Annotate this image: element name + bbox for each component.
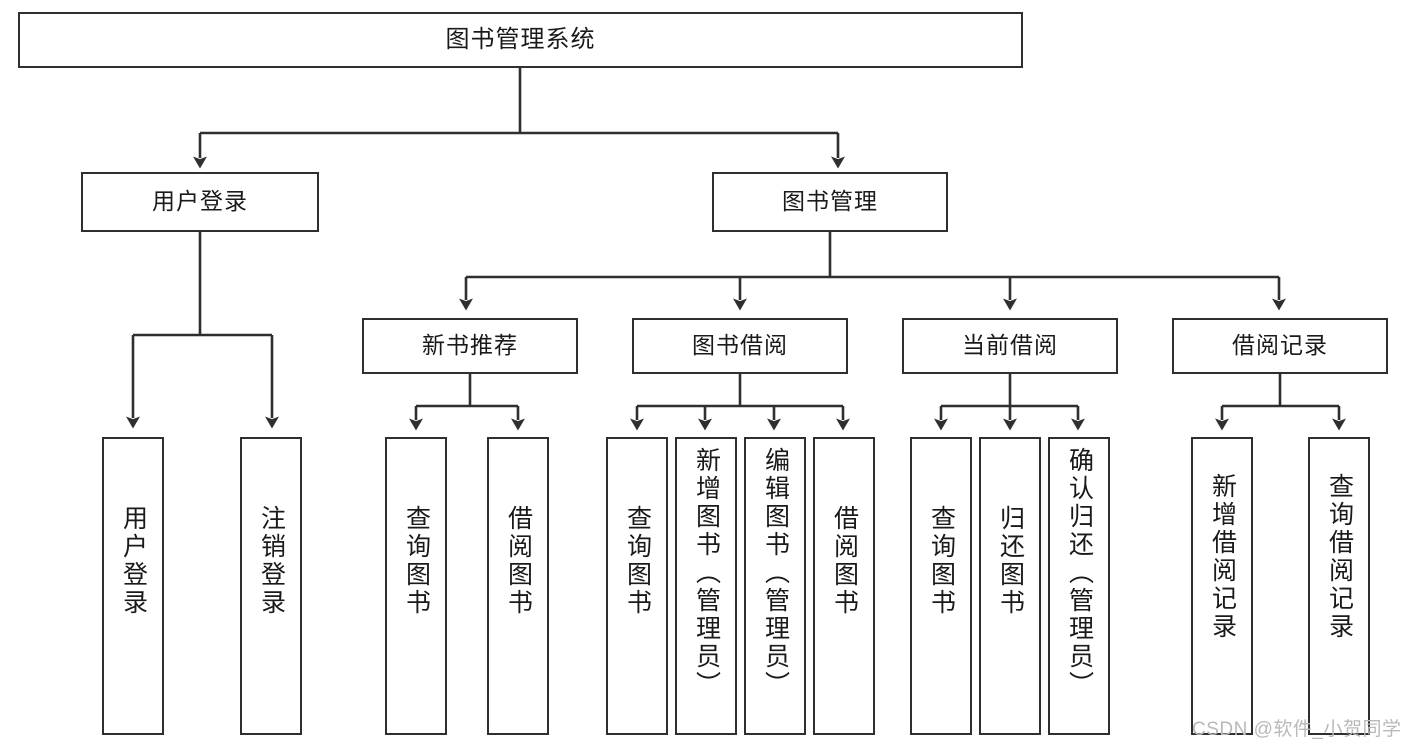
- node-root-system[interactable]: 图书管理系统: [18, 12, 1023, 68]
- node-label: 图书管理: [782, 188, 878, 215]
- node-user-login[interactable]: 用户登录: [81, 172, 319, 232]
- node-book-borrow[interactable]: 图书借阅: [632, 318, 848, 374]
- leaf-label: 查询借阅记录: [1325, 473, 1354, 641]
- node-label: 新书推荐: [422, 332, 518, 359]
- leaf-new-book-borrow[interactable]: 借阅图书: [487, 437, 549, 735]
- leaf-label: 归还图书: [996, 505, 1025, 617]
- leaf-book-borrow-query[interactable]: 查询图书: [606, 437, 668, 735]
- node-book-management[interactable]: 图书管理: [712, 172, 948, 232]
- leaf-user-login-logout[interactable]: 注销登录: [240, 437, 302, 735]
- leaf-book-borrow-borrow[interactable]: 借阅图书: [813, 437, 875, 735]
- leaf-label: 确认归还（管理员）: [1065, 447, 1094, 699]
- leaf-label: 借阅图书: [504, 505, 533, 617]
- node-borrow-record[interactable]: 借阅记录: [1172, 318, 1388, 374]
- leaf-label: 新增图书（管理员）: [692, 447, 721, 699]
- leaf-current-borrow-query[interactable]: 查询图书: [910, 437, 972, 735]
- leaf-user-login-login[interactable]: 用户登录: [102, 437, 164, 735]
- leaf-label: 借阅图书: [830, 505, 859, 617]
- node-new-book-recommend[interactable]: 新书推荐: [362, 318, 578, 374]
- leaf-borrow-record-add[interactable]: 新增借阅记录: [1191, 437, 1253, 735]
- leaf-current-borrow-return[interactable]: 归还图书: [979, 437, 1041, 735]
- leaf-label: 编辑图书（管理员）: [761, 447, 790, 699]
- leaf-label: 新增借阅记录: [1208, 473, 1237, 641]
- leaf-current-borrow-confirm[interactable]: 确认归还（管理员）: [1048, 437, 1110, 735]
- leaf-borrow-record-query[interactable]: 查询借阅记录: [1308, 437, 1370, 735]
- node-label: 用户登录: [152, 188, 248, 215]
- leaf-label: 注销登录: [257, 505, 286, 617]
- leaf-new-book-query[interactable]: 查询图书: [385, 437, 447, 735]
- leaf-label: 查询图书: [402, 505, 431, 617]
- leaf-label: 用户登录: [119, 505, 148, 617]
- node-label: 图书借阅: [692, 332, 788, 359]
- node-label: 图书管理系统: [445, 25, 596, 53]
- node-current-borrow[interactable]: 当前借阅: [902, 318, 1118, 374]
- leaf-book-borrow-edit[interactable]: 编辑图书（管理员）: [744, 437, 806, 735]
- leaf-label: 查询图书: [623, 505, 652, 617]
- node-label: 借阅记录: [1232, 332, 1328, 359]
- watermark: CSDN @软件_小贺同学: [1192, 719, 1402, 740]
- node-label: 当前借阅: [962, 332, 1058, 359]
- leaf-book-borrow-add[interactable]: 新增图书（管理员）: [675, 437, 737, 735]
- leaf-label: 查询图书: [927, 505, 956, 617]
